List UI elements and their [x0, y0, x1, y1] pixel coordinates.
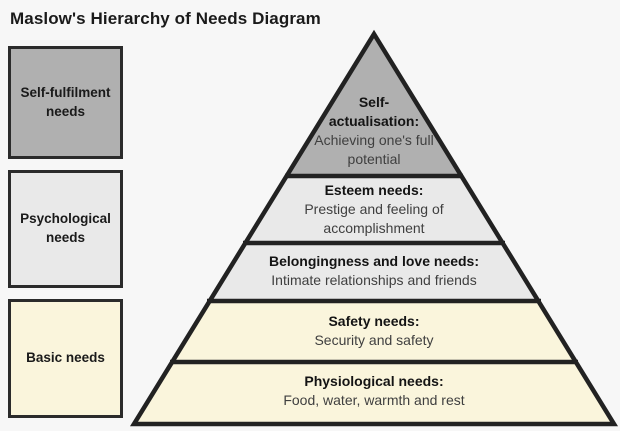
level-description: Security and safety	[314, 332, 434, 348]
level-description: Prestige and feeling of accomplishment	[304, 201, 444, 236]
level-description: Achieving one's full potential	[314, 132, 434, 167]
legend-box-psychological: Psychological needs	[8, 170, 123, 288]
level-description: Intimate relationships and friends	[271, 272, 477, 288]
level-heading: Physiological needs:	[304, 373, 444, 389]
level-description: Food, water, warmth and rest	[283, 392, 465, 408]
legend-box-basic: Basic needs	[8, 299, 123, 418]
pyramid-level-4-shape	[172, 301, 576, 362]
pyramid-level-5-text: Physiological needs: Food, water, warmth…	[254, 372, 494, 410]
level-heading: Safety needs:	[328, 313, 420, 329]
pyramid-level-5-shape	[134, 362, 614, 424]
pyramid-level-4-text: Safety needs: Security and safety	[274, 312, 474, 350]
legend-label: Basic needs	[26, 350, 105, 366]
legend-label: Self-fulfilment needs	[20, 84, 111, 119]
legend-box-self-fulfilment: Self-fulfilment needs	[8, 46, 123, 159]
pyramid-level-2-shape	[245, 176, 503, 243]
level-heading: Esteem needs:	[324, 182, 424, 198]
pyramid-outline	[129, 29, 619, 427]
pyramid-level-1-text: Self-actualisation: Achieving one's full…	[314, 93, 434, 169]
pyramid-level-3-shape	[209, 243, 539, 301]
level-heading: Self-actualisation:	[328, 94, 420, 129]
level-heading: Belongingness and love needs:	[268, 253, 480, 269]
pyramid-level-1-shape	[286, 34, 462, 176]
pyramid-level-3-text: Belongingness and love needs: Intimate r…	[239, 252, 509, 290]
legend-label: Psychological needs	[20, 211, 111, 245]
pyramid-level-2-text: Esteem needs: Prestige and feeling of ac…	[304, 181, 444, 238]
page-title: Maslow's Hierarchy of Needs Diagram	[10, 9, 321, 28]
